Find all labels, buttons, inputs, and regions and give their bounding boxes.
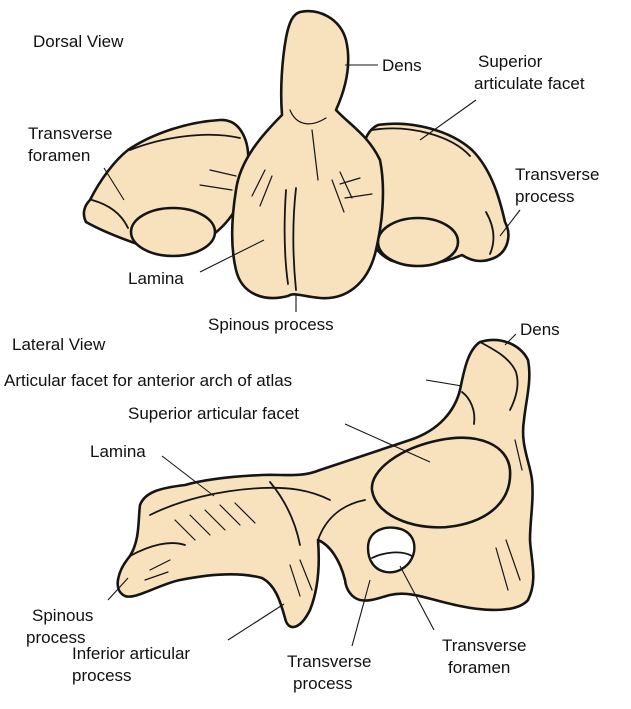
lateral-label-articular-facet-atlas: Articular facet for anterior arch of atl… (4, 371, 292, 391)
dorsal-main-body (232, 11, 383, 298)
lateral-label-spinous-process-line1: Spinous (32, 606, 93, 626)
dorsal-label-spinous-process: Spinous process (208, 315, 334, 335)
lateral-label-transverse-process-line1: Transverse (287, 652, 371, 672)
leader-lateral-inferior (228, 604, 284, 640)
lateral-label-inferior-facet-line2: process (72, 666, 132, 686)
dorsal-label-transverse-foramen-line1: Transverse (28, 124, 112, 144)
lateral-label-superior-facet: Superior articular facet (128, 404, 299, 424)
dorsal-right-facet-oval (378, 218, 458, 266)
dorsal-label-superior-facet-line2: articulate facet (474, 74, 585, 94)
dorsal-label-dens: Dens (382, 56, 422, 76)
lateral-label-lamina: Lamina (90, 442, 146, 462)
leader-lateral-atlas-facet (426, 380, 462, 386)
lateral-transverse-foramen (368, 528, 414, 573)
dorsal-label-transverse-process-line2: process (515, 187, 575, 207)
dorsal-label-transverse-process-line1: Transverse (515, 165, 599, 185)
lateral-label-dens: Dens (520, 320, 560, 340)
dorsal-left-facet-oval (131, 208, 215, 256)
lateral-label-transverse-process-line2: process (293, 674, 353, 694)
lateral-label-transverse-foramen-line2: foramen (448, 658, 510, 678)
dorsal-label-superior-facet-line1: Superior (478, 52, 542, 72)
dorsal-label-transverse-foramen-line2: foramen (28, 146, 90, 166)
lateral-label-inferior-facet-line1: Inferior articular (72, 644, 190, 664)
dorsal-view-title: Dorsal View (33, 32, 123, 52)
lateral-label-transverse-foramen-line1: Transverse (442, 636, 526, 656)
lateral-view-title: Lateral View (12, 335, 105, 355)
dorsal-view-drawing (84, 11, 508, 298)
dorsal-label-lamina: Lamina (128, 269, 184, 289)
